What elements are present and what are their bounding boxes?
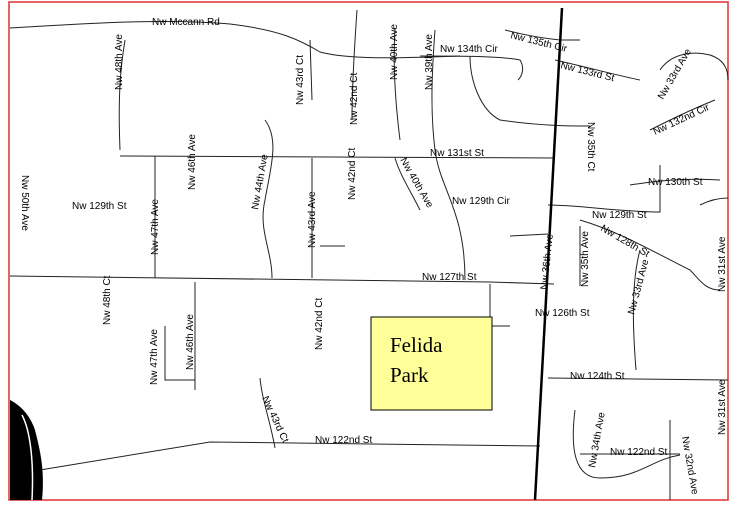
label-40th-ave-n: Nw 40th Ave — [389, 24, 400, 80]
road-39th-ave — [431, 29, 466, 281]
label-35th-ct: Nw 35th Ct — [585, 122, 596, 172]
label-48th-ct: Nw 48th Ct — [102, 275, 113, 325]
label-124th: Nw 124th St — [570, 371, 625, 382]
road-east-ring — [572, 409, 681, 479]
label-47th-ave-s: Nw 47th Ave — [149, 329, 160, 385]
label-42nd-ct-s: Nw 42nd Ct — [314, 298, 325, 350]
road-122nd — [39, 441, 541, 471]
label-42nd-ct-n: Nw 42nd Ct — [349, 73, 360, 125]
label-42nd-ct-mid: Nw 42nd Ct — [347, 148, 358, 200]
road-40th-ave-s — [394, 157, 421, 211]
road-43rd-ct-s — [259, 377, 276, 449]
label-mccann: Nw Mccann Rd — [152, 17, 220, 28]
road-134th — [419, 55, 524, 81]
label-31st-ave-s: Nw 31st Ave — [717, 379, 728, 435]
map-border — [8, 1, 729, 501]
felida-park — [370, 316, 493, 411]
label-126th: Nw 126th St — [535, 308, 590, 319]
road-east-loop — [659, 52, 729, 81]
label-122nd: Nw 122nd St — [315, 435, 372, 446]
road-33rd-ave — [632, 249, 641, 371]
road-130th — [629, 178, 721, 186]
road-128th — [579, 219, 721, 291]
road-132nd — [649, 99, 716, 131]
road-network — [9, 7, 729, 501]
label-47th-ave: Nw 47th Ave — [150, 199, 161, 255]
road-mccann — [9, 20, 461, 59]
road-133rd — [554, 59, 641, 81]
label-35th-ave: Nw 35th Ave — [580, 231, 591, 287]
label-46th-ave-s: Nw 46th Ave — [185, 314, 196, 370]
river-shape — [10, 400, 43, 500]
label-48th-ave: Nw 48th Ave — [114, 34, 125, 90]
highway — [533, 7, 564, 501]
park-label-line1: Felida — [390, 333, 443, 357]
road-48th-ave — [118, 39, 126, 151]
road-42nd-ct-n — [351, 9, 358, 121]
label-127th: Nw 127th St — [422, 272, 477, 283]
label-131st: Nw 131st St — [430, 148, 484, 159]
label-43rd-ct: Nw 43rd Ct — [295, 55, 306, 105]
park-label-line2: Park — [390, 363, 429, 387]
road-35th-ct — [469, 55, 591, 127]
river-line — [21, 414, 34, 501]
road-40th-ave — [393, 27, 401, 141]
label-134th: Nw 134th Cir — [440, 44, 498, 55]
road-127th — [9, 275, 555, 285]
road-43rd-ct — [309, 39, 313, 101]
road-124th — [547, 377, 729, 381]
label-129th-st: Nw 129th St — [72, 201, 127, 212]
label-129th-st-e: Nw 129th St — [592, 210, 647, 221]
road-east-129 — [699, 197, 729, 206]
label-46th-ave: Nw 46th Ave — [187, 134, 198, 190]
road-36th-link — [509, 233, 549, 237]
label-50th-ave: Nw 50th Ave — [19, 175, 30, 231]
label-43rd-ave: Nw 43rd Ave — [307, 191, 318, 248]
label-130th: Nw 130th St — [648, 177, 703, 188]
road-47th-ave-s — [164, 326, 195, 381]
label-31st-ave-n: Nw 31st Ave — [717, 236, 728, 292]
label-129th-cir: Nw 129th Cir — [452, 196, 510, 207]
label-122nd-east: Nw 122nd St — [610, 447, 667, 458]
label-39th-ave: Nw 39th Ave — [424, 34, 435, 90]
road-129th-st — [547, 165, 661, 213]
road-44th-ave — [262, 119, 274, 279]
road-131st — [119, 155, 555, 159]
